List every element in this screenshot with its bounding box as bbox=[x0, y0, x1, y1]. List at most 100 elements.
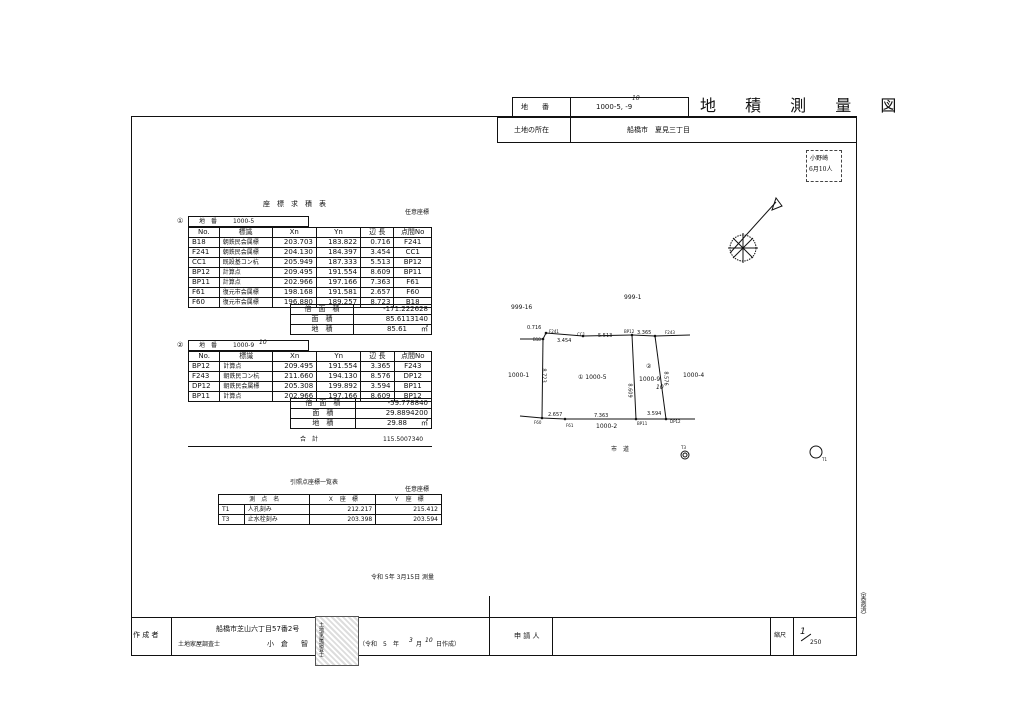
lot2-label: 地 番 bbox=[199, 342, 218, 349]
cell: F60 bbox=[188, 297, 220, 308]
lot1-header-box bbox=[188, 216, 309, 227]
created-year: 5 bbox=[383, 641, 387, 648]
location-box bbox=[497, 117, 857, 143]
table-row: DP12 朝鉄民会属標 205.308 199.892 3.594 BP11 bbox=[187, 381, 433, 392]
dim-8609: 8.609 bbox=[626, 383, 633, 398]
dim-5513: 5.513 bbox=[598, 333, 613, 339]
col-edge: 辺 長 bbox=[360, 227, 395, 238]
survey-points bbox=[540, 331, 668, 421]
cell: BP11 bbox=[393, 381, 433, 392]
table-row: BP11 計算点 202.966 197.166 7.363 F61 bbox=[188, 277, 432, 288]
cell: 0.716 bbox=[360, 237, 395, 248]
cell: 191.554 bbox=[316, 361, 362, 372]
scale-denominator: 250 bbox=[810, 639, 822, 646]
sub-lot-num: ② bbox=[646, 363, 652, 370]
cell: 202.966 bbox=[271, 277, 317, 288]
col-yn: Yn bbox=[315, 227, 362, 238]
footer-split-top bbox=[131, 617, 857, 618]
stamp-line1: 小野崎 bbox=[810, 155, 829, 162]
cell: 8.576 bbox=[360, 371, 395, 382]
cell: 211.660 bbox=[272, 371, 318, 382]
table-row: 倍 面 積-171.222628 bbox=[289, 304, 432, 315]
cell: F61 bbox=[393, 277, 432, 288]
table-row: BP12 計算点 209.495 191.554 8.609 BP11 bbox=[188, 267, 432, 278]
footer-author-cell bbox=[131, 617, 172, 656]
author-name-trail: 智 bbox=[301, 640, 308, 648]
sub-lot-handwritten: 10 bbox=[656, 384, 664, 391]
cell: 197.166 bbox=[315, 277, 362, 288]
lot2-header-box bbox=[188, 340, 309, 351]
cell: F61 bbox=[188, 287, 220, 298]
col-edge: 辺 長 bbox=[360, 351, 395, 362]
point-T1: T1 bbox=[822, 457, 827, 462]
cell: 205.308 bbox=[272, 381, 318, 392]
cell: 8.609 bbox=[360, 267, 395, 278]
boundary-lines bbox=[519, 332, 823, 460]
cell: 199.892 bbox=[316, 381, 362, 392]
side-note: （実測済） bbox=[859, 588, 866, 618]
cell: 209.495 bbox=[272, 361, 318, 372]
created-month: 3 bbox=[409, 637, 413, 644]
lot2-table: No. 標識 Xn Yn 辺 長 点間No BP12 計算点 209.495 1… bbox=[187, 351, 433, 402]
lot-1000-1: 1000-1 bbox=[508, 372, 530, 379]
dim-3454: 3.454 bbox=[557, 338, 572, 344]
author-address: 船橋市芝山六丁目57番2号 bbox=[216, 625, 300, 633]
table-row: T1 人孔刻み 212.217 215.412 bbox=[218, 504, 442, 515]
cell: BP11 bbox=[393, 267, 432, 278]
chiban-label: 地 番 bbox=[521, 103, 549, 111]
cell: 既設基コン杭 bbox=[218, 257, 273, 268]
cell: F243 bbox=[187, 371, 221, 382]
scale-cell bbox=[770, 617, 794, 656]
col-point-name: 測 点 名 bbox=[217, 494, 311, 505]
lot-999-1: 999-1 bbox=[624, 294, 642, 301]
lot-1000-4: 1000-4 bbox=[683, 372, 705, 379]
dim-2657: 2.657 bbox=[548, 412, 563, 418]
point-F243: F243 bbox=[665, 330, 675, 335]
coord-system-label: 任意座標 bbox=[405, 209, 430, 216]
cell: 203.398 bbox=[309, 514, 377, 525]
cell: CC1 bbox=[188, 257, 220, 268]
cell: T3 bbox=[218, 514, 245, 525]
dim-0716: 0.716 bbox=[527, 325, 542, 331]
lot-999-16: 999-16 bbox=[511, 304, 533, 311]
double-area-label: 倍 面 積 bbox=[289, 304, 355, 315]
chiban-box bbox=[512, 97, 689, 117]
survey-date: 令和 5年 3月15日 測量 bbox=[371, 574, 434, 581]
cell: 3.454 bbox=[360, 247, 395, 258]
cell: B18 bbox=[188, 237, 220, 248]
chiban-divider bbox=[570, 97, 571, 117]
area-value: 29.8894200 bbox=[354, 408, 433, 419]
created-close: 日作成） bbox=[436, 641, 461, 648]
col-mark: 標識 bbox=[218, 227, 273, 238]
lot2-number: ② bbox=[177, 341, 184, 349]
point-F241: F241 bbox=[549, 329, 559, 334]
cell: 183.822 bbox=[315, 237, 362, 248]
lot1-label: 地 番 bbox=[199, 218, 218, 225]
point-F60: F60 bbox=[534, 420, 542, 425]
col-xn: Xn bbox=[271, 227, 317, 238]
area-label: 面 積 bbox=[289, 314, 355, 325]
chiban-value: 1000-5, -9 bbox=[596, 103, 633, 111]
chiban-handwritten: 10 bbox=[632, 95, 640, 102]
author-qualification: 土地家屋調査士 bbox=[178, 641, 221, 648]
cell: DP12 bbox=[187, 381, 221, 392]
point-F61: F61 bbox=[566, 423, 574, 428]
cell: 計算点 bbox=[219, 391, 274, 402]
table-row: BP11 計算点 202.966 197.166 8.609 BP12 bbox=[187, 391, 433, 402]
cell: 187.333 bbox=[315, 257, 362, 268]
cell: 205.949 bbox=[271, 257, 317, 268]
cell: F241 bbox=[393, 237, 432, 248]
cell: 復元市会属標 bbox=[218, 287, 273, 298]
scale-label: 縮尺 bbox=[774, 632, 787, 639]
lot1-number: ① bbox=[177, 217, 184, 225]
footer-split-left bbox=[489, 596, 490, 656]
coord-table-title: 座 標 求 積 表 bbox=[263, 200, 326, 208]
cell: BP12 bbox=[188, 267, 220, 278]
author-name: 小 倉 bbox=[267, 640, 288, 648]
cell: 計算点 bbox=[218, 277, 273, 288]
cell: 止水栓刻み bbox=[243, 514, 311, 525]
lot2-table-header: No. 標識 Xn Yn 辺 長 点間No bbox=[187, 351, 433, 362]
